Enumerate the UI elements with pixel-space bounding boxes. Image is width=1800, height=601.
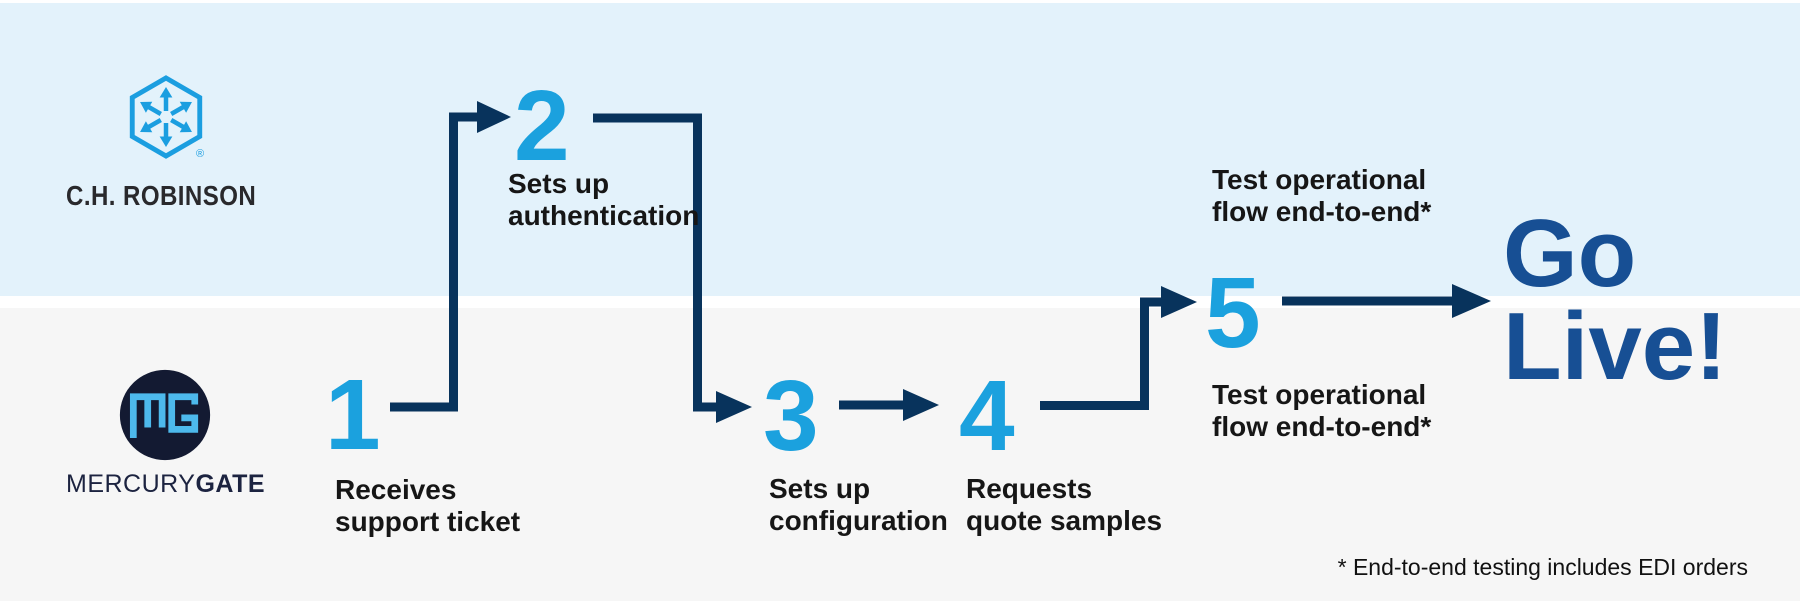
step-5-label-above-line1: Test operational	[1212, 164, 1427, 195]
step-3-label: Sets up configuration	[769, 473, 948, 537]
step-3-label-line2: configuration	[769, 505, 948, 536]
mercurygate-wordmark-suffix: GATE	[195, 470, 266, 498]
step-2-label-line2: authentication	[508, 200, 700, 231]
chr-hexagon-logo-icon	[129, 75, 203, 159]
chr-wordmark: C.H. ROBINSON	[66, 180, 257, 211]
mercurygate-monogram-icon	[119, 369, 211, 461]
chr-lane-background	[0, 3, 1800, 296]
step-3-label-line1: Sets up	[769, 473, 871, 504]
step-4-label: Requests quote samples	[966, 473, 1162, 537]
step-5-label-below: Test operational flow end-to-end*	[1212, 379, 1431, 443]
mercurygate-lane-background	[0, 308, 1800, 601]
step-1-number: 1	[325, 359, 381, 471]
step-3-number: 3	[763, 360, 819, 472]
chr-registered-mark: ®	[196, 148, 205, 160]
step-4-label-line1: Requests	[966, 473, 1093, 504]
step-5-label-above: Test operational flow end-to-end*	[1212, 164, 1431, 228]
step-5-label-below-line2: flow end-to-end*	[1212, 411, 1432, 442]
step-5-label-below-line1: Test operational	[1212, 379, 1427, 410]
step-2-label-line1: Sets up	[508, 168, 610, 199]
mercurygate-wordmark: MERCURYGATE	[66, 470, 265, 499]
footnote-text: * End-to-end testing includes EDI orders	[1337, 554, 1748, 580]
step-5-label-above-line2: flow end-to-end*	[1212, 196, 1432, 227]
step-2-label: Sets up authentication	[508, 168, 699, 232]
go-live-title: Go Live!	[1503, 200, 1728, 400]
go-live-line1: Go	[1503, 200, 1637, 307]
step-4-number: 4	[959, 360, 1015, 472]
step-2-number: 2	[514, 70, 570, 182]
go-live-line2: Live!	[1503, 293, 1728, 400]
step-1-label: Receives support ticket	[335, 474, 520, 538]
step-1-label-line2: support ticket	[335, 506, 521, 537]
step-4-label-line2: quote samples	[966, 505, 1163, 536]
step-1-label-line1: Receives	[335, 474, 457, 505]
step-5-number: 5	[1205, 257, 1261, 369]
mercurygate-wordmark-prefix: MERCURY	[66, 470, 196, 498]
